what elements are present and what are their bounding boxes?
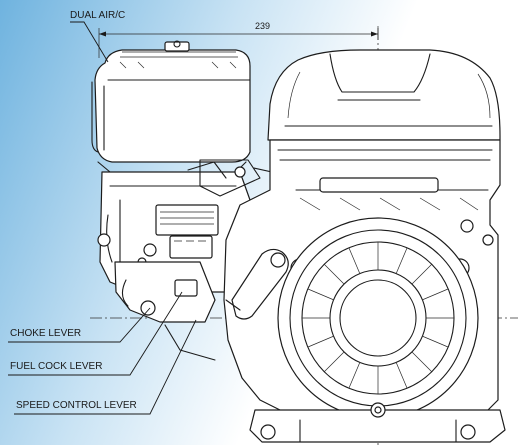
fuel-cock-lever-label: FUEL COCK LEVER: [10, 361, 102, 372]
speed-control-lever-label: SPEED CONTROL LEVER: [16, 400, 137, 411]
dimension-value: 239: [255, 21, 270, 31]
engine-base: [249, 402, 506, 443]
recoil-starter: [277, 217, 479, 419]
dimension-239: 239: [98, 21, 379, 58]
dual-air-cleaner: [91, 40, 251, 173]
fuel-tank: [267, 49, 501, 141]
choke-lever-label: CHOKE LEVER: [10, 328, 81, 339]
callout-speed-control-lever: SPEED CONTROL LEVER: [14, 319, 197, 415]
fuel-tank-region: [114, 261, 216, 361]
callout-dual-air-cleaner: DUAL AIR/C: [70, 10, 125, 63]
callout-choke-lever: CHOKE LEVER: [8, 307, 151, 343]
dual-air-cleaner-label: DUAL AIR/C: [70, 10, 125, 21]
callout-fuel-cock-lever: FUEL COCK LEVER: [8, 291, 183, 376]
